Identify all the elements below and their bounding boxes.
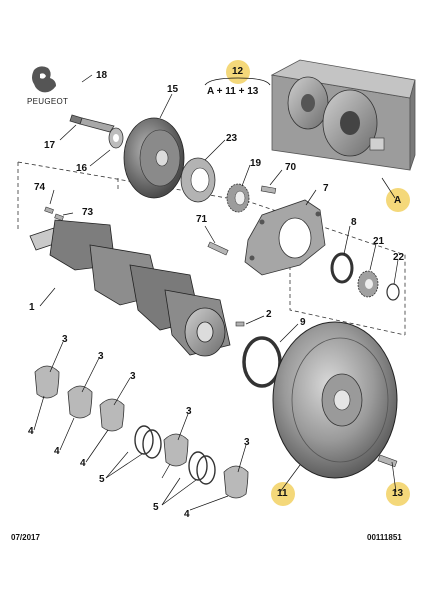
label-3-a: 3 bbox=[62, 334, 68, 345]
label-8: 8 bbox=[351, 217, 357, 228]
bolt-71 bbox=[207, 241, 229, 256]
label-4-d: 4 bbox=[184, 509, 190, 520]
assembly-outline bbox=[17, 161, 406, 336]
bolt-18 bbox=[69, 114, 115, 133]
leader-lines bbox=[33, 74, 399, 511]
label-74: 74 bbox=[34, 182, 46, 193]
label-4-c: 4 bbox=[80, 458, 86, 469]
formula-number: 12 bbox=[232, 66, 244, 77]
label-23: 23 bbox=[226, 133, 238, 144]
label-4-a: 4 bbox=[28, 426, 34, 437]
flywheel-11 bbox=[272, 321, 398, 479]
seal-ring-9 bbox=[242, 336, 282, 388]
label-5-a: 5 bbox=[99, 474, 105, 485]
footer-date: 07/2017 bbox=[11, 533, 40, 542]
label-73: 73 bbox=[82, 207, 94, 218]
label-3-d: 3 bbox=[186, 406, 192, 417]
timing-ring-23 bbox=[180, 157, 216, 203]
circlip-22 bbox=[386, 283, 400, 301]
highlight-12 bbox=[226, 60, 250, 84]
label-19: 19 bbox=[250, 158, 262, 169]
clutch-kit-box bbox=[270, 59, 416, 171]
crank-pulley-15 bbox=[123, 117, 185, 199]
label-4-b: 4 bbox=[54, 446, 60, 457]
label-a: A bbox=[394, 195, 402, 206]
gear-21 bbox=[357, 270, 379, 298]
seal-8 bbox=[330, 252, 354, 284]
label-17: 17 bbox=[44, 140, 56, 151]
crankshaft-1 bbox=[29, 219, 231, 357]
bearing-shells bbox=[34, 365, 249, 499]
label-21: 21 bbox=[373, 236, 385, 247]
label-13: 13 bbox=[392, 488, 404, 499]
brand-name: PEUGEOT bbox=[27, 97, 69, 106]
pins-73-74 bbox=[44, 206, 64, 221]
highlight-11 bbox=[271, 482, 295, 506]
label-3-e: 3 bbox=[244, 437, 250, 448]
label-15: 15 bbox=[167, 84, 179, 95]
label-22: 22 bbox=[393, 252, 405, 263]
label-1: 1 bbox=[29, 302, 35, 313]
label-70: 70 bbox=[285, 162, 297, 173]
bolt-70 bbox=[260, 185, 277, 194]
label-18: 18 bbox=[96, 70, 108, 81]
label-16: 16 bbox=[76, 163, 88, 174]
label-5-b: 5 bbox=[153, 502, 159, 513]
pin-2 bbox=[235, 321, 245, 327]
label-11: 11 bbox=[277, 488, 288, 499]
peugeot-lion-logo bbox=[32, 66, 56, 93]
formula-text: A + 11 + 13 bbox=[207, 86, 259, 97]
label-71: 71 bbox=[196, 214, 208, 225]
label-9: 9 bbox=[300, 317, 306, 328]
label-2: 2 bbox=[266, 309, 272, 320]
highlight-13 bbox=[386, 482, 410, 506]
footer-reference: 00111851 bbox=[367, 533, 402, 542]
label-7: 7 bbox=[323, 183, 329, 194]
thrust-washers-5 bbox=[134, 425, 216, 485]
sprocket-19 bbox=[226, 183, 250, 213]
label-3-c: 3 bbox=[130, 371, 136, 382]
highlight-a bbox=[386, 188, 410, 212]
label-3-b: 3 bbox=[98, 351, 104, 362]
seal-housing-7 bbox=[244, 199, 326, 276]
bolt-13 bbox=[377, 454, 398, 468]
washer-16 bbox=[108, 127, 124, 149]
formula-brace bbox=[204, 77, 271, 86]
